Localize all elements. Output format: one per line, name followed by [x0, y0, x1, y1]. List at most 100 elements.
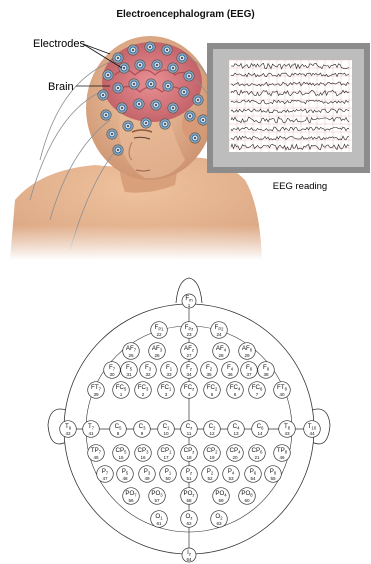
- electrode-number: 36: [227, 372, 233, 377]
- electrode-fm: Fm1: [182, 294, 196, 308]
- electrode-p1: P150: [160, 466, 177, 483]
- electrode-number: 17: [163, 455, 169, 460]
- electrode-disc: [113, 53, 123, 63]
- electrode-p7: P747: [97, 466, 114, 483]
- electrode-f3: F332: [140, 362, 157, 379]
- electrode-af8: AF829: [239, 343, 256, 360]
- electrode-disc: [152, 60, 162, 70]
- electrode-c4: C413: [228, 421, 245, 438]
- electrode-number: 31: [126, 372, 132, 377]
- brain-label: Brain: [48, 81, 74, 93]
- electrode-number: 20: [232, 455, 238, 460]
- electrode-ft7: FT739: [88, 382, 105, 399]
- electrode-number: 43: [284, 431, 290, 436]
- electrode-disc: [141, 118, 151, 128]
- electrode-po3: PO357: [149, 488, 166, 505]
- electrode-number: 39: [93, 392, 99, 397]
- electrode-disc: [128, 45, 138, 55]
- electrode-number: 38: [263, 372, 269, 377]
- electrode-ft8: FT840: [274, 382, 291, 399]
- electrode-number: 13: [233, 431, 239, 436]
- electrode-fp1: FP122: [151, 322, 168, 339]
- electrode-disc: [190, 133, 200, 143]
- electrode-number: 30: [109, 372, 115, 377]
- electrode-tp8: TP846: [274, 445, 291, 462]
- electrode-number: 59: [218, 498, 224, 503]
- electrode-fc5: FC51: [113, 382, 130, 399]
- electrode-number: 60: [244, 498, 250, 503]
- electrode-number: 32: [145, 372, 151, 377]
- electrode-disc: [162, 45, 172, 55]
- electrode-number: 42: [65, 431, 71, 436]
- electrode-number: 26: [154, 353, 160, 358]
- electrode-number: 8: [117, 431, 120, 436]
- electrode-c2: C212: [204, 421, 221, 438]
- electrode-number: 33: [166, 372, 172, 377]
- electrode-number: 18: [186, 455, 192, 460]
- electrode-number: 44: [309, 431, 315, 436]
- electrode-c1: C110: [158, 421, 175, 438]
- electrode-number: 2: [142, 392, 145, 397]
- electrode-disc: [107, 129, 117, 139]
- electrode-number: 27: [186, 353, 192, 358]
- electrode-fc2: FC25: [204, 382, 221, 399]
- electrode-number: 47: [102, 476, 108, 481]
- electrode-number: 23: [186, 332, 192, 337]
- electrode-disc: [193, 95, 203, 105]
- electrode-cp2: CP219: [204, 445, 221, 462]
- electrode-fpz: FPz23: [181, 322, 198, 339]
- electrode-disc: [119, 63, 129, 73]
- electrode-cz: Cz11: [181, 421, 198, 438]
- electrode-disc: [103, 70, 113, 80]
- electrode-number: 29: [244, 353, 250, 358]
- electrode-disc: [146, 79, 156, 89]
- electrode-number: 1: [120, 392, 123, 397]
- electrode-f6: F637: [241, 362, 258, 379]
- electrode-c6: C614: [252, 421, 269, 438]
- electrode-disc: [113, 83, 123, 93]
- electrode-disc: [163, 81, 173, 91]
- electrode-pz: Pz51: [181, 466, 198, 483]
- electrode-number: 62: [186, 521, 192, 526]
- electrode-number: 12: [209, 431, 215, 436]
- electrode-number: 14: [257, 431, 263, 436]
- electrode-p2: P252: [202, 466, 219, 483]
- electrode-number: 9: [141, 431, 144, 436]
- electrode-disc: [185, 111, 195, 121]
- electrode-number: 24: [216, 332, 222, 337]
- electrode-number: 46: [279, 455, 285, 460]
- electrode-number: 52: [207, 476, 213, 481]
- electrode-number: 56: [128, 498, 134, 503]
- electrode-fcz: FCz4: [181, 382, 198, 399]
- electrode-fz: Fz34: [181, 362, 198, 379]
- electrode-number: 58: [186, 498, 192, 503]
- electrode-disc: [123, 121, 133, 131]
- electrode-oz: Oz62: [181, 511, 198, 528]
- electrode-number: 54: [250, 476, 256, 481]
- electrode-f2: F235: [201, 362, 218, 379]
- page-title: Electroencephalogram (EEG): [0, 9, 371, 20]
- electrode-disc: [129, 79, 139, 89]
- eeg-illustration: Electrodes Brain EEG reading: [0, 20, 371, 260]
- electrode-number: 5: [211, 392, 214, 397]
- electrode-number: 16: [140, 455, 146, 460]
- electrode-number: 45: [93, 455, 99, 460]
- electrode-number: 34: [186, 372, 192, 377]
- electrode-p3: P349: [139, 466, 156, 483]
- electrode-number: 28: [218, 353, 224, 358]
- electrode-number: 1: [188, 303, 191, 308]
- electrode-number: 63: [216, 521, 222, 526]
- electrode-disc: [101, 110, 111, 120]
